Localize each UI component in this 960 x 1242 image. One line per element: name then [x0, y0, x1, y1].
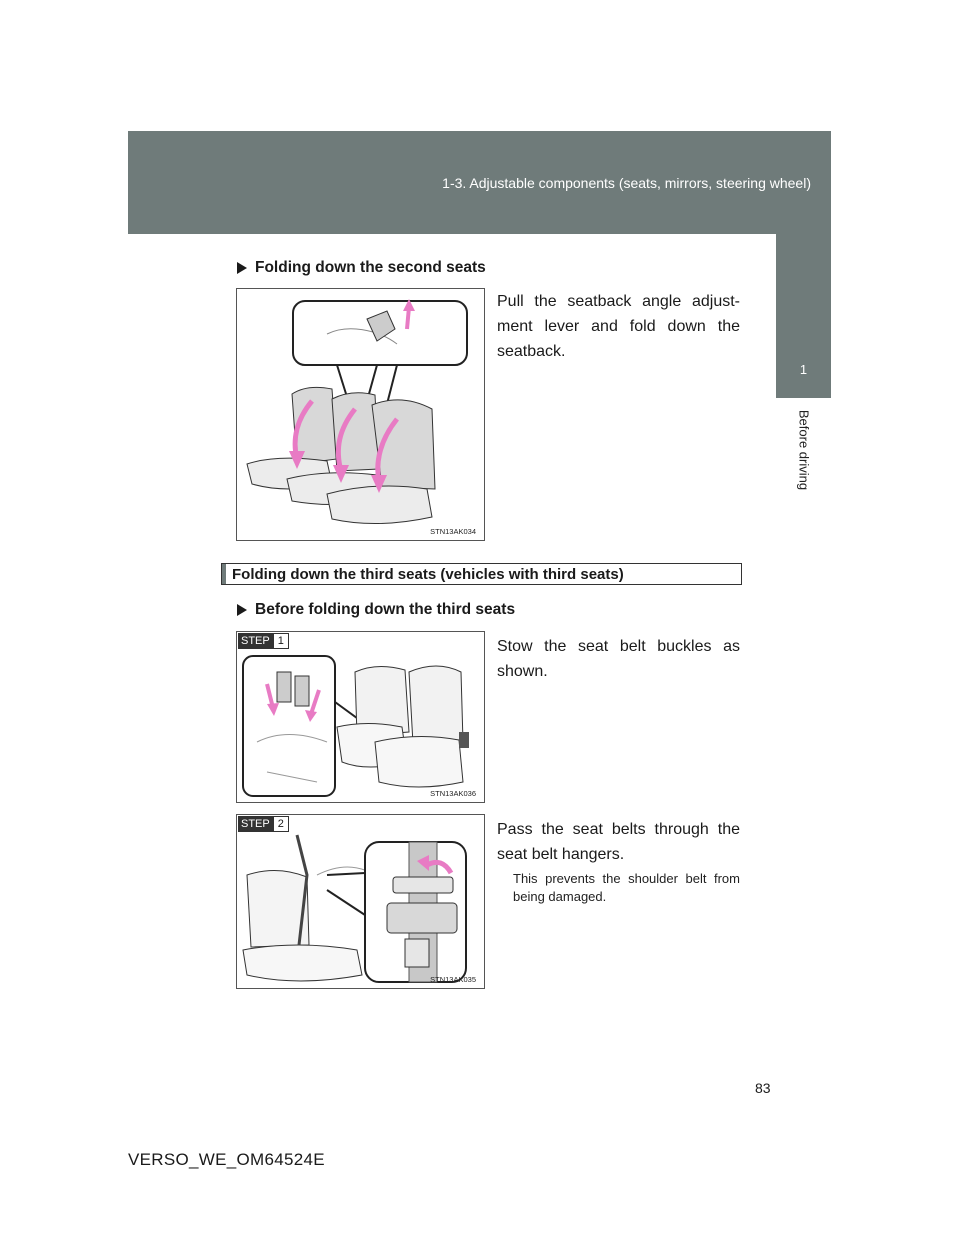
header-title: 1-3. Adjustable components (seats, mirro…: [442, 175, 811, 191]
section-heading-bar: [222, 564, 226, 584]
instruction-text-step-2: Pass the seat belts through the seat bel…: [497, 821, 740, 863]
step-1-badge: STEP 1: [238, 633, 289, 649]
step-label: STEP: [238, 633, 273, 649]
figure-code: STN13AK036: [430, 789, 476, 798]
page-number: 83: [755, 1080, 771, 1096]
seat-belt-buckle-illustration: [242, 655, 469, 797]
figure-code: STN13AK034: [430, 527, 476, 536]
instruction-text-second-seats: Pull the seatback angle adjust-ment leve…: [497, 293, 740, 360]
bullet-heading-before-folding: Before folding down the third seats: [237, 601, 515, 619]
figure-step-2: STEP 2 STN13AK035: [236, 814, 485, 989]
bullet-heading-text: Before folding down the third seats: [255, 601, 516, 618]
chapter-label-tab: Before driving: [776, 400, 831, 500]
chapter-number: 1: [799, 362, 808, 377]
step-2-badge: STEP 2: [238, 816, 289, 832]
seats-fold-illustration: [246, 299, 468, 525]
instruction-text-step-1: Stow the seat belt buckles as shown.: [497, 638, 740, 680]
figure-step-1: STEP 1 STN13AK036: [236, 631, 485, 803]
step-number: 1: [272, 633, 289, 649]
section-heading: Folding down the third seats (vehicles w…: [232, 565, 624, 583]
header-band: 1-3. Adjustable components (seats, mirro…: [128, 131, 831, 234]
bullet-triangle-icon: [237, 604, 247, 616]
seat-belt-hanger-illustration: [242, 834, 467, 983]
figure-code: STN13AK035: [430, 975, 476, 984]
bullet-triangle-icon: [237, 262, 247, 274]
bullet-heading-text: Folding down the second seats: [255, 259, 486, 276]
figure-second-seats: STN13AK034: [236, 288, 485, 541]
note-text-step-2: This prevents the shoulder belt from bei…: [513, 871, 740, 904]
chapter-label: Before driving: [796, 409, 811, 491]
step-label: STEP: [238, 816, 273, 832]
bullet-heading-second-seats: Folding down the second seats: [237, 259, 486, 277]
chapter-tab: 1: [776, 234, 831, 398]
step-number: 2: [272, 816, 289, 832]
section-heading-box: Folding down the third seats (vehicles w…: [221, 563, 742, 585]
document-code: VERSO_WE_OM64524E: [128, 1150, 325, 1169]
